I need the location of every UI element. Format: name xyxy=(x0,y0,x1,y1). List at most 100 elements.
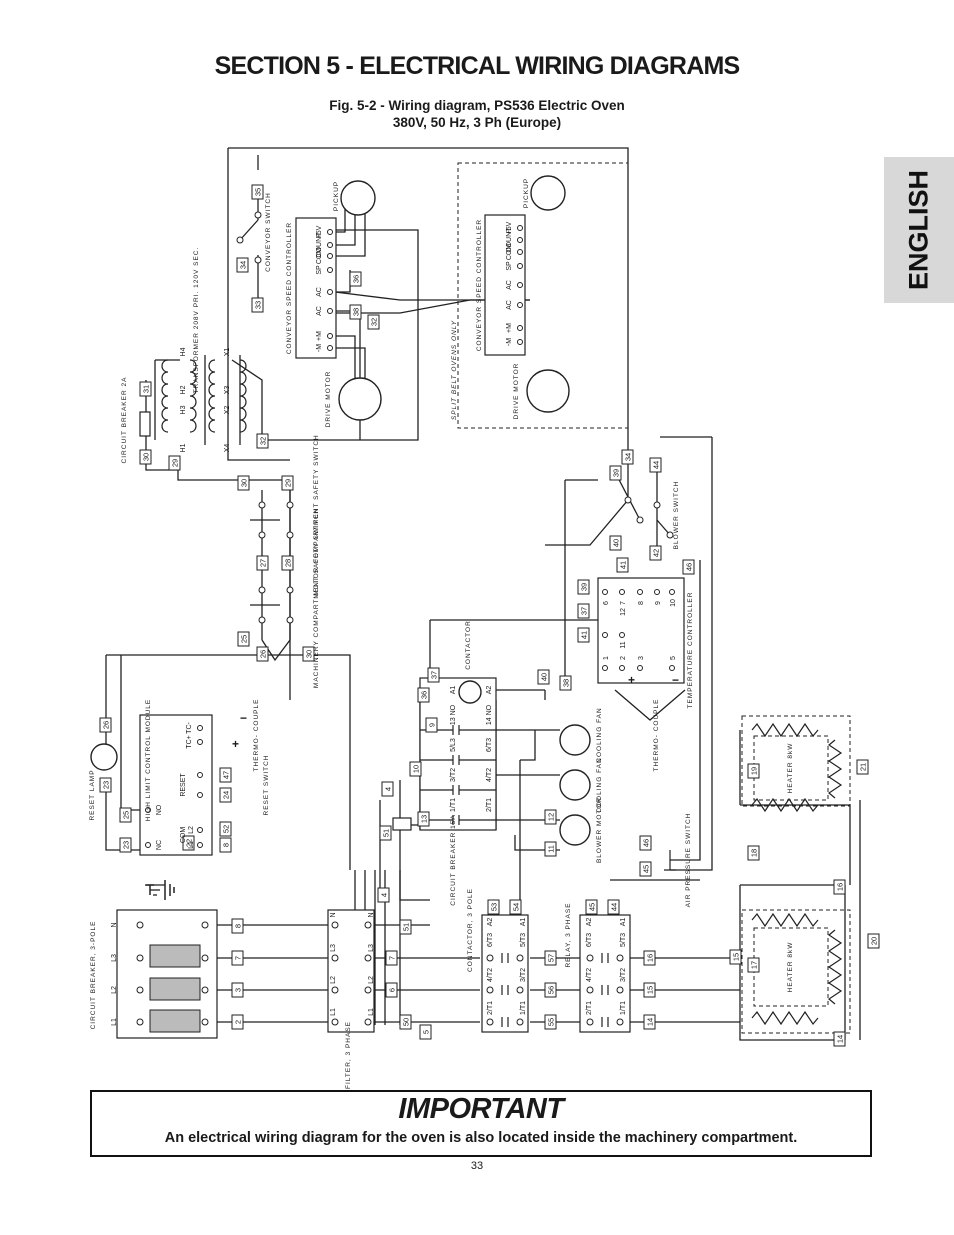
wire-27: 27 xyxy=(259,559,268,567)
figure-caption: Fig. 5-2 - Wiring diagram, PS536 Electri… xyxy=(0,97,954,131)
label-split-belt-ovens-only: SPLIT BELT OVENS ONLY xyxy=(451,320,458,420)
wire-34-b: 34 xyxy=(624,453,633,461)
wire-45: 45 xyxy=(642,865,651,873)
filter-3-phase xyxy=(327,909,375,1033)
label-reset-switch: RESET SWITCH xyxy=(263,755,270,816)
hlcm-no: NO xyxy=(156,804,163,815)
wire-40: 40 xyxy=(612,539,621,547)
wire-17: 17 xyxy=(750,961,759,969)
wire-21: 21 xyxy=(859,763,868,771)
label-drive-motor: DRIVE MOTOR xyxy=(325,371,332,428)
contactor-3-pole xyxy=(481,914,529,1033)
cooling-fan-1 xyxy=(559,724,591,756)
wire-29-b: 29 xyxy=(284,479,293,487)
wire-6: 6 xyxy=(388,988,397,992)
wire-52: 52 xyxy=(222,825,231,833)
wire-25-b: 25 xyxy=(122,811,131,819)
wire-32: 32 xyxy=(370,318,379,326)
tc-term-2: 2 xyxy=(620,656,627,660)
wire-7-b: 7 xyxy=(388,956,397,960)
csc-term-com: COM xyxy=(316,248,323,265)
filter-in-l2: L2 xyxy=(330,976,337,984)
wire-30-c: 30 xyxy=(305,650,314,658)
wire-37: 37 xyxy=(580,607,589,615)
wire-4-b: 4 xyxy=(380,893,389,897)
c3-3t2: 3/T2 xyxy=(520,968,527,982)
label-cooling-fan-1: COOLING FAN xyxy=(596,707,603,762)
split-belt-box xyxy=(457,162,629,429)
filter-out-l1: L1 xyxy=(368,1008,375,1016)
circuit-breaker-2a-fuse xyxy=(139,411,151,437)
c3-5t3: 5/T3 xyxy=(520,933,527,947)
xfmr-x2: X2 xyxy=(224,406,231,415)
language-tab: ENGLISH xyxy=(884,157,954,303)
circuit-breaker-15a-element xyxy=(392,817,412,831)
filter-in-l1: L1 xyxy=(330,1008,337,1016)
wire-36: 36 xyxy=(352,275,361,283)
filter-out-n: N xyxy=(368,912,375,917)
xfmr-x4: X4 xyxy=(224,444,231,453)
important-title: IMPORTANT xyxy=(398,1093,564,1125)
wire-38-b: 38 xyxy=(562,679,571,687)
csc-term-ac2: AC xyxy=(316,306,323,316)
important-text: An electrical wiring diagram for the ove… xyxy=(164,1130,798,1146)
wire-15: 15 xyxy=(732,953,741,961)
wire-15-b: 15 xyxy=(646,986,655,994)
label-conveyor-switch: CONVEYOR SWITCH xyxy=(265,192,272,272)
ct-term-a2: A2 xyxy=(486,686,493,695)
xfmr-h4: H4 xyxy=(180,347,187,356)
label-thermocouple-hlcm: THERMO- COUPLE xyxy=(253,699,260,772)
section-title: SECTION 5 - ELECTRICAL WIRING DIAGRAMS xyxy=(214,52,741,80)
tc-term-1: 1 xyxy=(603,656,610,660)
wire-5: 5 xyxy=(422,1030,431,1034)
wire-30: 30 xyxy=(142,453,151,461)
wire-40-b: 40 xyxy=(540,673,549,681)
wire-28: 28 xyxy=(284,559,293,567)
csc2-term-5v: +5V xyxy=(506,221,513,234)
wire-34: 34 xyxy=(239,261,248,269)
c3-2t1: 2/T1 xyxy=(487,1001,494,1015)
tc-term-11: 11 xyxy=(620,641,627,648)
wire-14-b: 14 xyxy=(646,1018,655,1026)
csc-term-sp: SP xyxy=(316,265,323,275)
hlcm-tc-plus: TC+ xyxy=(186,735,193,748)
wire-39: 39 xyxy=(612,469,621,477)
label-circuit-breaker-15a: CIRCUIT BREAKER 15A xyxy=(450,814,457,905)
csc2-term-com: COM xyxy=(506,244,513,261)
csc-term-m-minus: -M xyxy=(316,344,323,352)
label-conveyor-speed-controller: CONVEYOR SPEED CONTROLLER xyxy=(286,222,293,354)
label-blower-motor: BLOWER MOTOR xyxy=(596,797,603,863)
ct-term-5l3: 5/L3 xyxy=(450,738,457,752)
tc-plus-sign: + xyxy=(628,673,635,687)
wire-14: 14 xyxy=(836,1035,845,1043)
wire-20: 20 xyxy=(870,937,879,945)
mains-l3: L3 xyxy=(111,954,118,962)
ct-term-6t3: 6/T3 xyxy=(486,738,493,752)
wire-12: 12 xyxy=(547,813,556,821)
wire-36-b: 36 xyxy=(420,691,429,699)
wire-44: 44 xyxy=(652,461,661,469)
blower-motor xyxy=(559,814,591,846)
filter-in-n: N xyxy=(330,912,337,917)
xfmr-x3: X3 xyxy=(224,386,231,395)
ct-term-13no: 13 NO xyxy=(450,704,457,725)
hlcm-nc: NC xyxy=(156,840,163,850)
filter-in-l3: L3 xyxy=(330,944,337,952)
mains-l2: L2 xyxy=(111,986,118,994)
label-high-limit-control-module: HIGH LIMIT CONTROL MODULE xyxy=(145,699,152,822)
r3-a2: A2 xyxy=(586,918,593,927)
csc-term-ac1: AC xyxy=(316,287,323,297)
breaker-element-l3 xyxy=(149,944,201,968)
pickup-sensor xyxy=(340,180,376,216)
hlcm-l2: L2 xyxy=(188,826,195,834)
tc-term-7: 7 xyxy=(620,601,627,605)
wire-7: 7 xyxy=(234,956,243,960)
wire-33: 33 xyxy=(254,301,263,309)
r3-3t2: 3/T2 xyxy=(620,968,627,982)
label-cooling-fan-2: COOLING FAN xyxy=(596,757,603,812)
tc-term-8: 8 xyxy=(638,601,645,605)
pickup-sensor-split xyxy=(530,175,566,211)
label-heater-bottom: HEATER 8kW xyxy=(787,942,794,993)
label-transformer: TRANSFORMER 208V PRI. 120V SEC. xyxy=(193,247,200,394)
ct-term-2t1: 2/T1 xyxy=(486,798,493,812)
